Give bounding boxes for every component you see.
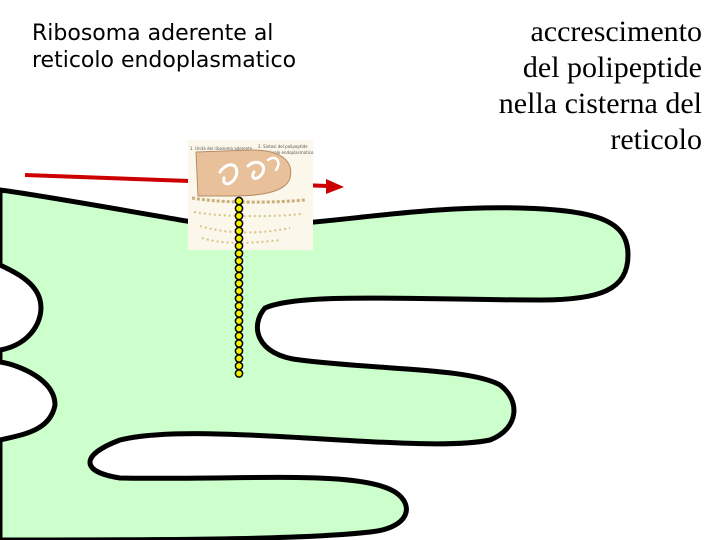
svg-text:nel reticolo endoplasmatico: nel reticolo endoplasmatico	[258, 150, 314, 155]
amino-acid-bead	[234, 256, 244, 266]
growth-caption-line4: reticolo	[610, 123, 702, 156]
amino-acid-bead	[234, 309, 244, 318]
growth-caption-line2: del polipeptide	[522, 51, 702, 84]
amino-acid-bead	[234, 316, 244, 326]
amino-acid-bead	[234, 249, 244, 258]
amino-acid-bead	[234, 369, 244, 378]
svg-text:1. Unità del ribosoma aderente: 1. Unità del ribosoma aderente	[190, 146, 253, 151]
amino-acid-bead	[234, 271, 244, 281]
amino-acid-bead	[234, 219, 244, 228]
amino-acid-bead	[234, 294, 244, 303]
polypeptide-chain	[234, 196, 244, 378]
amino-acid-bead	[234, 226, 244, 236]
svg-text:2. Sintesi del polipeptide: 2. Sintesi del polipeptide	[258, 144, 308, 149]
ribosome-label-line2: reticolo endoplasmatico	[32, 48, 297, 73]
ribosome-figure: 1. Unità del ribosoma aderente 2. Sintes…	[188, 140, 314, 250]
amino-acid-bead	[234, 264, 244, 273]
amino-acid-bead	[234, 324, 244, 333]
growth-caption-line1: accrescimento	[530, 15, 702, 48]
ribosome-label: Ribosoma aderente al reticolo endoplasma…	[32, 20, 296, 74]
amino-acid-bead	[234, 361, 244, 371]
amino-acid-bead	[234, 196, 244, 206]
amino-acid-bead	[234, 234, 244, 243]
amino-acid-bead	[234, 279, 244, 288]
amino-acid-bead	[234, 301, 244, 311]
amino-acid-bead	[234, 286, 244, 296]
amino-acid-bead	[234, 241, 244, 251]
amino-acid-bead	[234, 339, 244, 348]
ribosome	[195, 149, 292, 197]
amino-acid-bead	[234, 346, 244, 356]
amino-acid-bead	[234, 204, 244, 213]
amino-acid-bead	[234, 331, 244, 341]
amino-acid-bead	[234, 354, 244, 363]
growth-caption-line3: nella cisterna del	[498, 87, 702, 120]
amino-acid-bead	[234, 211, 244, 221]
growth-caption: accrescimento del polipeptide nella cist…	[499, 14, 702, 158]
er-cisterna	[0, 187, 631, 540]
ribosome-label-line1: Ribosoma aderente al	[32, 21, 274, 46]
